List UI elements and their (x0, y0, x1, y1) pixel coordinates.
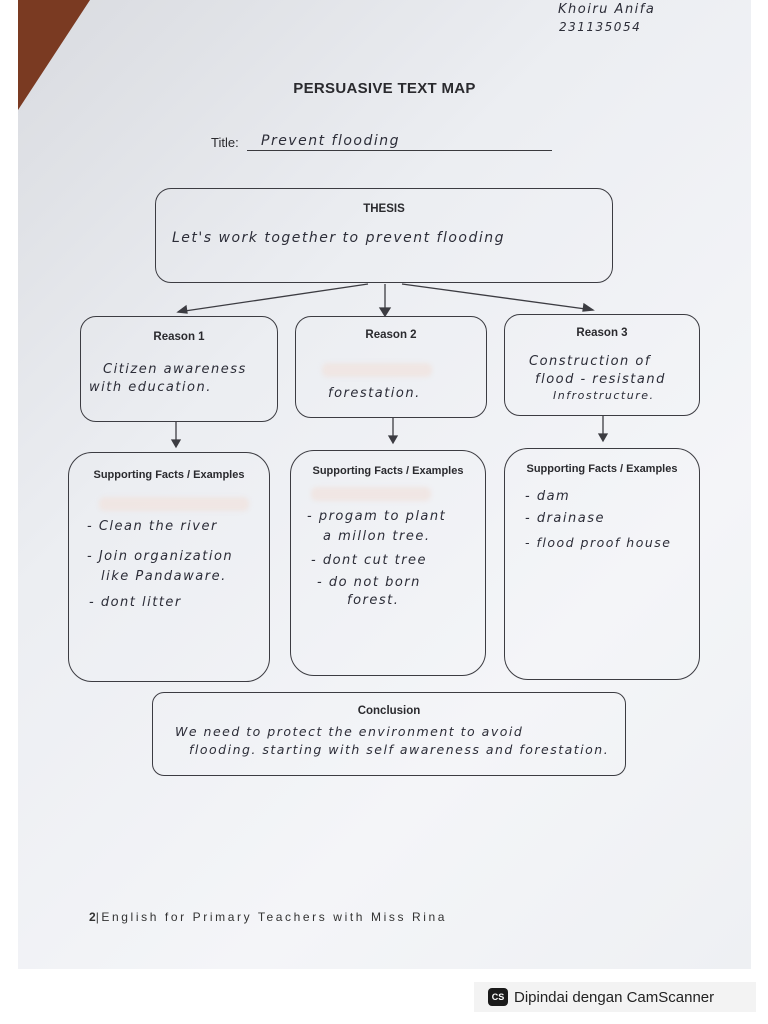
reason-1-line1: Citizen awareness (103, 362, 247, 377)
page-footer: 2|English for Primary Teachers with Miss… (89, 910, 447, 924)
scanned-page: Khoiru Anifa 231135054 PERSUASIVE TEXT M… (18, 0, 751, 969)
reason-3-heading: Reason 3 (576, 327, 628, 339)
student-id: 231135054 (559, 20, 642, 34)
support-1-box: Supporting Facts / Examples - Clean the … (68, 452, 270, 682)
support-2-box: Supporting Facts / Examples - progam to … (290, 450, 486, 676)
footer-separator: | (95, 910, 102, 924)
support-2-fact: forest. (347, 593, 400, 608)
support-1-fact: - Join organization (87, 549, 234, 564)
title-underline (247, 150, 552, 151)
reason-2-line2: forestation. (328, 386, 421, 401)
reason-1-box: Reason 1 Citizen awareness with educatio… (80, 316, 278, 422)
support-2-fact: - do not born (317, 575, 421, 590)
reason-1-heading: Reason 1 (153, 331, 205, 343)
support-1-heading: Supporting Facts / Examples (93, 469, 245, 481)
camscanner-text: Dipindai dengan CamScanner (514, 988, 715, 1006)
support-2-fact: - progam to plant (307, 509, 447, 524)
support-1-fact: - Clean the river (87, 519, 218, 534)
support-2-fact: a millon tree. (323, 529, 431, 544)
title-value: Prevent flooding (261, 133, 401, 149)
conclusion-line1: We need to protect the environment to av… (175, 724, 524, 739)
camscanner-logo-icon: CS (488, 988, 508, 1006)
support-2-fact: - dont cut tree (311, 553, 428, 568)
student-name: Khoiru Anifa (558, 2, 656, 17)
conclusion-line2: flooding. starting with self awareness a… (189, 742, 610, 757)
thesis-heading: THESIS (363, 203, 405, 215)
support-3-heading: Supporting Facts / Examples (526, 463, 678, 475)
support-3-fact: - dam (525, 489, 571, 504)
reason-3-box: Reason 3 Construction of flood - resista… (504, 314, 700, 416)
support-2-heading: Supporting Facts / Examples (312, 465, 464, 477)
support-3-box: Supporting Facts / Examples - dam - drai… (504, 448, 700, 680)
reason-3-line2: flood - resistand (535, 372, 666, 387)
camscanner-watermark: CS Dipindai dengan CamScanner (474, 982, 756, 1012)
support-3-fact: - drainase (525, 511, 605, 526)
erased-text-smudge (322, 363, 432, 377)
support-3-fact: - flood proof house (525, 535, 672, 550)
conclusion-heading: Conclusion (357, 705, 421, 717)
document-title: PERSUASIVE TEXT MAP (293, 80, 476, 97)
title-label: Title: (211, 135, 239, 150)
thesis-box: THESIS Let's work together to prevent fl… (155, 188, 613, 283)
reason-1-line2: with education. (89, 380, 212, 395)
thesis-text: Let's work together to prevent flooding (172, 230, 506, 246)
reason-2-heading: Reason 2 (365, 329, 417, 341)
reason-2-box: Reason 2 forestation. (295, 316, 487, 418)
table-edge (18, 0, 90, 110)
page-number: 2 (89, 910, 96, 924)
support-1-fact: like Pandaware. (101, 569, 227, 584)
conclusion-box: Conclusion We need to protect the enviro… (152, 692, 626, 776)
erased-text-smudge (99, 497, 249, 511)
reason-3-line3: Infrostructure. (553, 389, 655, 402)
reason-3-line1: Construction of (529, 354, 651, 369)
erased-text-smudge (311, 487, 431, 501)
support-1-fact: - dont litter (89, 595, 182, 610)
footer-text: English for Primary Teachers with Miss R… (101, 910, 448, 924)
